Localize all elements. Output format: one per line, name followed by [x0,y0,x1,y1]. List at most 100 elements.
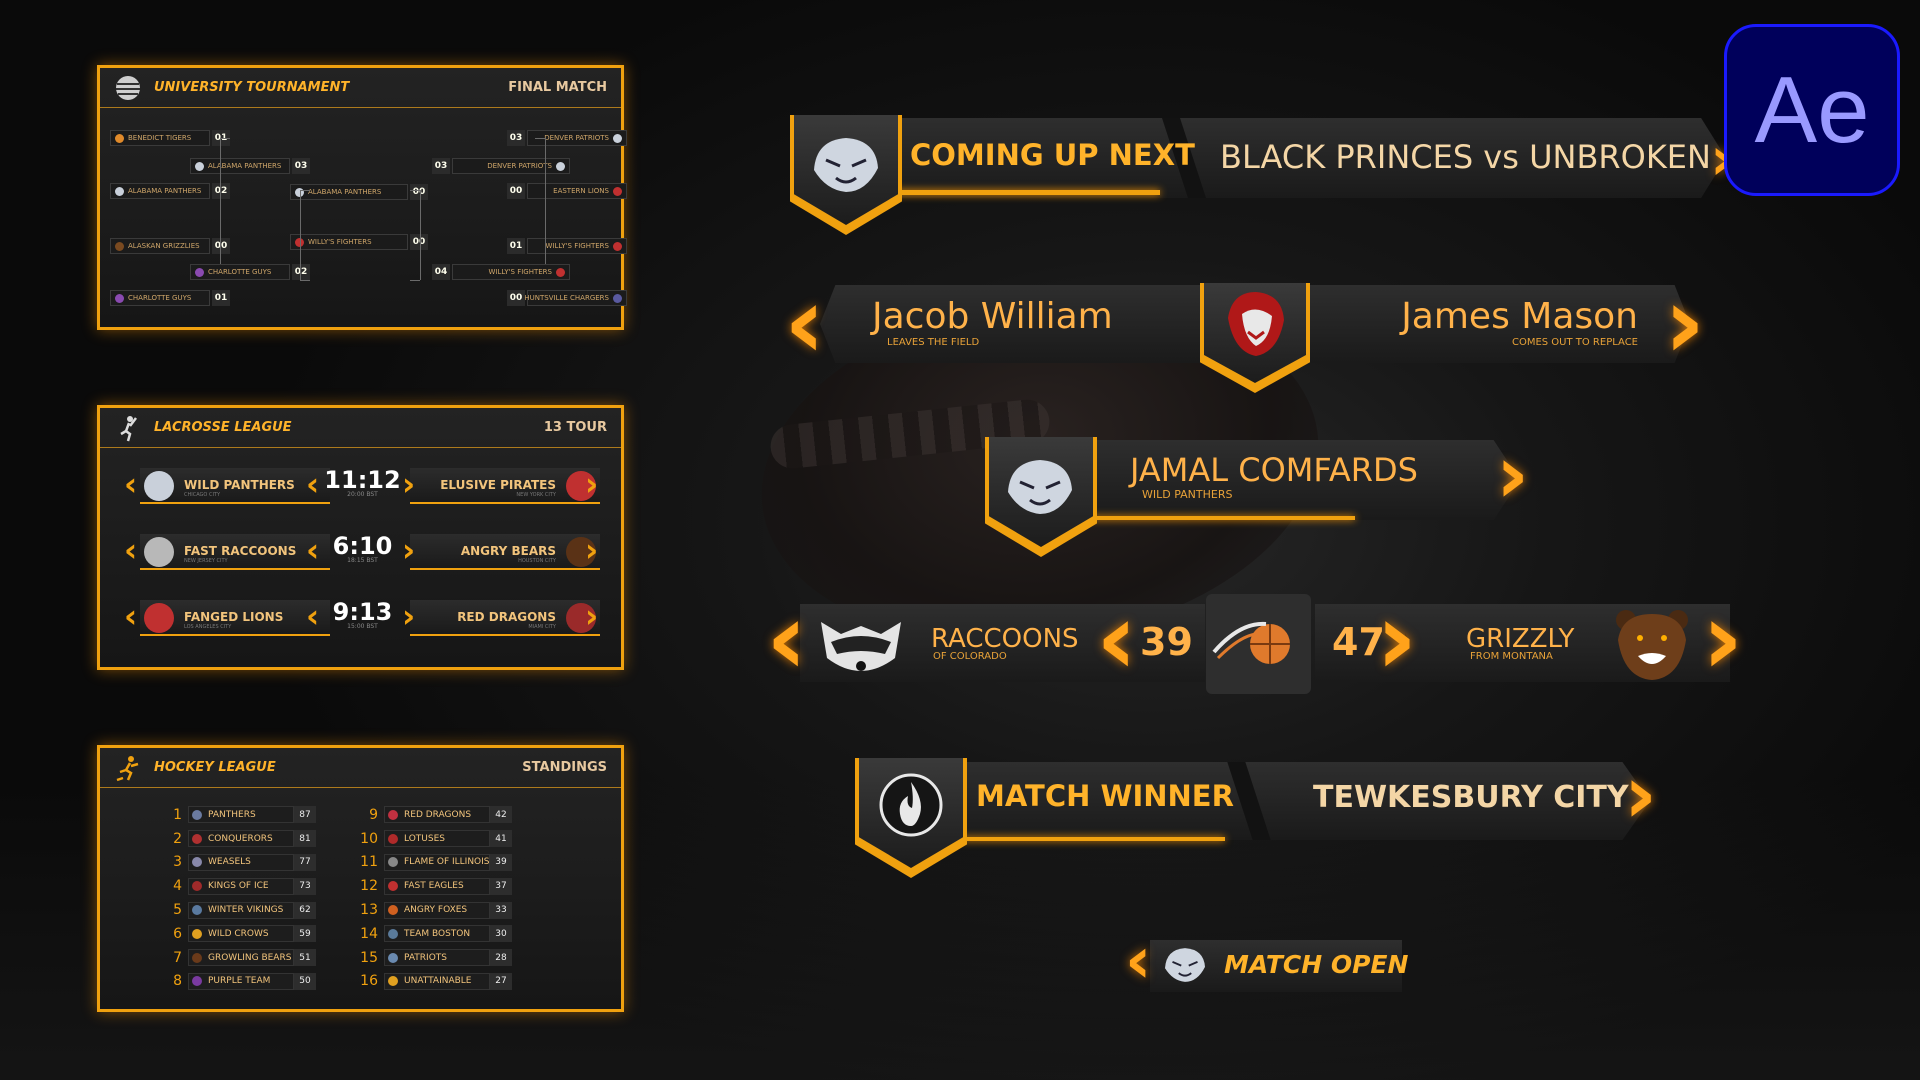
standings-team: KINGS OF ICE [188,877,294,895]
winner-chevron-icon: › [1624,748,1657,841]
team-crest-icon [388,905,398,916]
team-crest-icon [388,928,398,939]
bracket-connector [535,138,545,139]
team-crest-icon [192,952,202,963]
home-team-city: LOS ANGELES CITY [184,624,232,630]
standings-points: 27 [490,972,512,990]
standings-team-name: LOTUSES [404,833,445,844]
hockey-header: HOCKEY LEAGUE STANDINGS [100,748,621,788]
bracket-team: ALABAMA PANTHERS [190,158,290,174]
standings-points: 87 [294,806,316,824]
team-crest-icon [613,186,622,196]
standings-team-name: RED DRAGONS [404,809,472,820]
row-left-chevron-icon: ‹ [124,531,138,569]
lacrosse-player-icon [120,415,137,441]
standings-points: 50 [294,972,316,990]
time-right-chevron-icon: › [402,597,416,635]
away-team-city: NEW YORK CITY [516,492,556,498]
clock-value: 9:13 [332,598,393,626]
standings-team: WILD CROWS [188,925,294,943]
bracket-team-name: WILLY'S FIGHTERS [545,242,609,250]
team-crest-icon [192,905,202,916]
bracket-team-name: ALABAMA PANTHERS [128,187,202,195]
team-crest-icon [115,293,124,303]
team-crest-icon [388,809,398,820]
standings-rank: 4 [173,878,182,895]
standings-team-name: ANGRY FOXES [404,905,468,916]
bracket-score: 00 [212,238,230,254]
sub-left-chevron-icon: ‹ [784,264,826,381]
bracket-header: UNIVERSITY TOURNAMENT FINAL MATCH [100,68,621,108]
team-crest-icon [295,187,304,197]
standings-rank: 8 [173,973,182,990]
standings-team: TEAM BOSTON [384,925,490,943]
row-right-chevron-icon: › [585,531,599,569]
sub-in-note: COMES OUT TO REPLACE [1511,337,1638,348]
bracket-connector [220,138,230,139]
sub-right-chevron-icon: › [1664,264,1706,381]
score-away-value: 47 [1332,620,1385,664]
score-left-chevron-icon: ‹ [766,580,808,697]
score-home-box [1115,604,1205,682]
clock-value: 6:10 [332,532,393,560]
lacrosse-subtitle: 13 TOUR [543,420,607,435]
winner-underline [960,837,1225,841]
standings-team-name: FLAME OF ILLINOIS [404,857,490,868]
standings-points: 73 [294,877,316,895]
standings-points: 42 [490,806,512,824]
team-crest-icon [295,237,304,247]
bracket-subtitle: FINAL MATCH [508,80,607,95]
away-team-logo-icon [566,471,596,501]
standings-points: 77 [294,853,316,871]
player-team: WILD PANTHERS [1142,488,1233,501]
bracket-team: WILLY'S FIGHTERS [452,264,570,280]
sub-out-name: Jacob William [872,296,1113,337]
lion-logo-icon [1228,292,1284,356]
bracket-score: 00 [410,184,428,200]
hockey-subtitle: STANDINGS [522,760,607,775]
team-crest-icon [192,833,202,844]
standings-rank: 11 [360,854,378,871]
score-away-chevron-icon: › [1376,580,1418,697]
standings-rank: 3 [173,854,182,871]
score-home-chevron-icon: ‹ [1096,580,1138,697]
standings-team-name: UNATTAINABLE [404,976,472,987]
team-crest-icon [195,161,204,171]
row-left-chevron-icon: ‹ [124,465,138,503]
match-open-chevron-icon: ‹ [1125,924,1152,998]
standings-rank: 9 [369,806,378,823]
away-team-logo-icon [566,537,596,567]
standings-points: 59 [294,925,316,943]
bracket-connector [300,190,301,280]
time-left-chevron-icon: ‹ [306,465,320,503]
sub-in-name: James Mason [1401,296,1638,337]
team-crest-icon [613,241,622,251]
away-team-city: HOUSTON CITY [518,558,556,564]
lacrosse-header: LACROSSE LEAGUE 13 TOUR [100,408,621,448]
player-bar-bg [1080,440,1520,520]
standings-rank: 6 [173,925,182,942]
standings-rank: 7 [173,949,182,966]
coming-up-match: BLACK PRINCES vs UNBROKEN [1220,138,1711,176]
standings-team-name: WILD CROWS [208,928,269,939]
kickoff-time: 20:00 BST [347,491,378,498]
panther-logo-icon [1008,460,1072,514]
standings-rank: 12 [360,878,378,895]
score-home-sub: OF COLORADO [933,651,1007,662]
after-effects-label: Ae [1754,57,1870,162]
coming-up-bar-bg [896,118,1726,198]
standings-team: LOTUSES [384,830,490,848]
team-crest-icon [388,833,398,844]
